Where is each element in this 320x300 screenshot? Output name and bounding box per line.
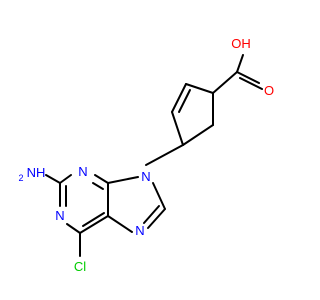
n3-label: N <box>78 164 87 179</box>
bond-c6-c5-double <box>82 212 105 227</box>
bonds <box>45 54 263 257</box>
bond-n3-c2 <box>59 174 72 184</box>
chlorine-label: Cl <box>74 259 86 274</box>
bond-c4-c5 <box>171 83 187 113</box>
bond-c-o-double-b <box>239 77 263 90</box>
bond-c5-c1 <box>185 83 214 94</box>
atom-labels: OH O NH 2 N N N N Cl <box>18 36 274 274</box>
bond-c2-c3 <box>182 124 214 146</box>
bond-ring-n9 <box>145 144 184 166</box>
bond-c-o-double-a <box>236 71 260 84</box>
bond-c2-nh2 <box>45 174 61 184</box>
bond-c4-n9 <box>107 176 139 184</box>
bond-c6-c5 <box>79 215 109 234</box>
structure-diagram: OH O NH 2 N N N N Cl <box>18 36 274 274</box>
amino-subscript: 2 <box>18 173 23 183</box>
bond-c4-n3 <box>94 174 109 184</box>
bond-c8-n7 <box>147 208 166 229</box>
bond-c4-n3-double <box>92 182 104 190</box>
hydroxyl-label: OH <box>231 36 251 51</box>
n7-label: N <box>135 223 144 238</box>
carbonyl-oxygen-label: O <box>264 83 274 98</box>
n9-label: N <box>141 169 150 184</box>
bond-n7-c5 <box>107 215 133 233</box>
bond-c-oh <box>236 54 244 73</box>
n1-label: N <box>55 208 64 223</box>
bond-c1-cooh <box>212 71 238 94</box>
bond-n9-c8 <box>152 182 166 210</box>
amino-label: NH <box>27 165 46 180</box>
bond-c4-c5-double <box>178 89 191 113</box>
bond-n1-c6 <box>66 223 81 234</box>
bond-c8-n7-double <box>143 205 160 224</box>
bond-c3-c4 <box>171 111 184 146</box>
